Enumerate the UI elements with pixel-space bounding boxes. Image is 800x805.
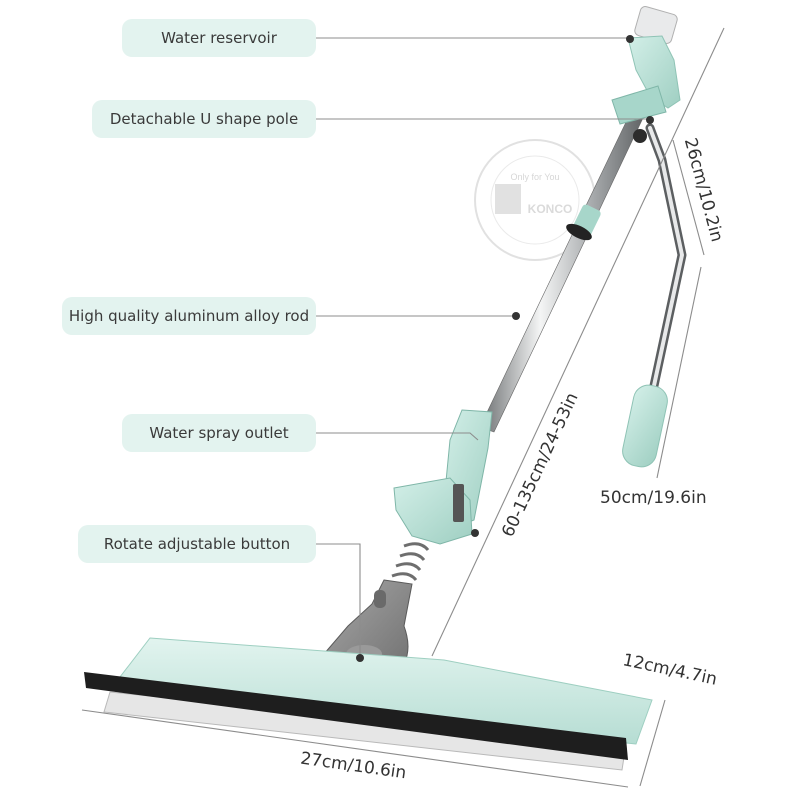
callout-spray-outlet: Water spray outlet bbox=[122, 414, 316, 452]
callout-dots bbox=[356, 35, 654, 662]
aluminum-rod bbox=[479, 94, 653, 433]
callout-aluminum-rod: High quality aluminum alloy rod bbox=[62, 297, 316, 335]
mop-head bbox=[84, 637, 653, 771]
dimension-pole-length: 50cm/19.6in bbox=[600, 488, 707, 508]
spring-connector bbox=[391, 542, 430, 582]
u-shape-pole bbox=[622, 123, 687, 468]
spray-outlet-assembly bbox=[393, 409, 493, 545]
konco-watermark: Only for You KONCO bbox=[474, 139, 596, 261]
svg-text:Only for You: Only for You bbox=[510, 172, 559, 182]
callout-water-reservoir: Water reservoir bbox=[122, 19, 316, 57]
handle-water-reservoir bbox=[611, 6, 681, 143]
dimension-lines bbox=[81, 27, 725, 788]
callout-u-shape-pole: Detachable U shape pole bbox=[92, 100, 316, 138]
svg-text:KONCO: KONCO bbox=[528, 202, 573, 216]
callout-rotate-button: Rotate adjustable button bbox=[78, 525, 316, 563]
callout-leaders bbox=[316, 37, 648, 655]
